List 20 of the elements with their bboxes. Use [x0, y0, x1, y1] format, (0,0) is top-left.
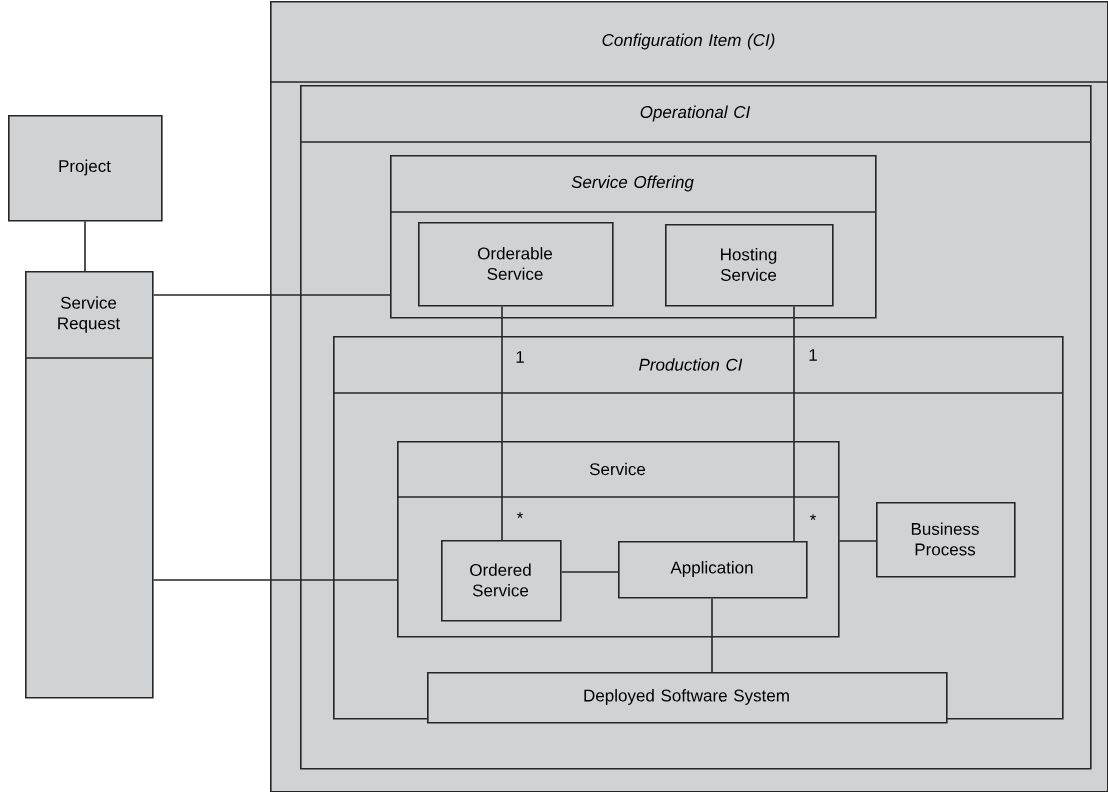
connector-line [84, 220, 86, 272]
class-box: Business Process [876, 502, 1016, 578]
class-box: Service Request [24, 271, 154, 699]
multiplicity-label: * [809, 514, 817, 521]
multiplicity-label: 1 [809, 349, 817, 361]
connector-line [838, 540, 877, 542]
class-box: Ordered Service [441, 540, 562, 622]
connector-line [560, 571, 619, 573]
multiplicity-label: * [516, 512, 524, 519]
connector-line [501, 305, 503, 541]
connector-line [152, 294, 391, 296]
class-box: Deployed Software System [427, 672, 948, 724]
connector-line [711, 597, 713, 673]
class-box: Application [618, 541, 808, 599]
class-box: Hosting Service [665, 224, 834, 307]
connector-line [793, 305, 795, 542]
multiplicity-label: 1 [516, 351, 524, 363]
class-box: Orderable Service [418, 222, 614, 307]
class-box: Project [8, 115, 163, 222]
connector-line [152, 579, 398, 581]
